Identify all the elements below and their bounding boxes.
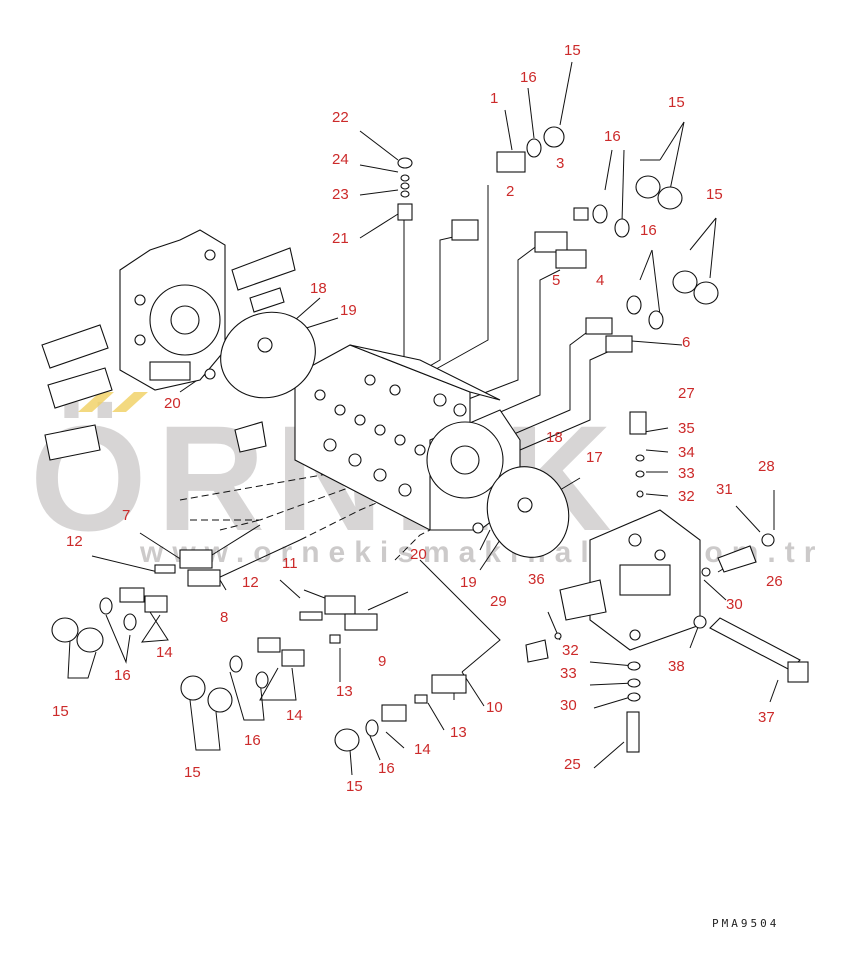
callout-23: 23	[332, 186, 349, 203]
callout-28: 28	[758, 458, 775, 475]
callout-37: 37	[758, 709, 775, 726]
callout-13: 13	[450, 724, 467, 741]
watermark-accent-left	[78, 392, 114, 412]
callout-24: 24	[332, 151, 349, 168]
callout-12: 12	[66, 533, 83, 550]
callout-15: 15	[52, 703, 69, 720]
left-end-cover	[119, 229, 226, 391]
callout-10: 10	[486, 699, 503, 716]
callout-16: 16	[378, 760, 395, 777]
main-valve-block	[294, 344, 521, 531]
callout-33: 33	[678, 465, 695, 482]
callout-19: 19	[460, 574, 477, 591]
callout-labels: 22 24 23 21 1 16 15 2 3 15 16 15 16 5 4 …	[52, 42, 783, 795]
callout-30: 30	[726, 596, 743, 613]
callout-12: 12	[242, 574, 259, 591]
callout-2: 2	[506, 183, 514, 200]
callout-4: 4	[596, 272, 604, 289]
left-relief-valves	[41, 247, 296, 461]
callout-16: 16	[640, 222, 657, 239]
callout-31: 31	[716, 481, 733, 498]
callout-13: 13	[336, 683, 353, 700]
callout-9: 9	[378, 653, 386, 670]
callout-5: 5	[552, 272, 560, 289]
spools-springs	[51, 549, 467, 752]
callout-26: 26	[766, 573, 783, 590]
callout-17: 17	[586, 449, 603, 466]
callout-11: 11	[282, 555, 298, 572]
watermark-accent-right	[112, 392, 148, 412]
callout-3: 3	[556, 155, 564, 172]
callout-15: 15	[706, 186, 723, 203]
callout-20: 20	[164, 395, 181, 412]
callout-15: 15	[184, 764, 201, 781]
callout-27: 27	[678, 385, 695, 402]
callout-19: 19	[340, 302, 357, 319]
callout-16: 16	[114, 667, 131, 684]
callout-32: 32	[678, 488, 695, 505]
callout-16: 16	[520, 69, 537, 86]
callout-25: 25	[564, 756, 581, 773]
callout-33: 33	[560, 665, 577, 682]
right-valve-body	[525, 411, 809, 753]
callout-29: 29	[490, 593, 507, 610]
callout-38: 38	[668, 658, 685, 675]
callout-32: 32	[562, 642, 579, 659]
watermark-url: www.ornekismakinalari.com.tr	[139, 536, 824, 569]
callout-14: 14	[156, 644, 173, 661]
callout-36: 36	[528, 571, 545, 588]
callout-16: 16	[244, 732, 261, 749]
callout-21: 21	[332, 230, 349, 247]
callout-18: 18	[310, 280, 327, 297]
drawing-code: PMA9504	[712, 917, 779, 930]
callout-20: 20	[410, 546, 427, 563]
callout-22: 22	[332, 109, 349, 126]
callout-35: 35	[678, 420, 695, 437]
callout-14: 14	[286, 707, 303, 724]
top-fittings	[204, 126, 719, 534]
callout-6: 6	[682, 334, 690, 351]
gaskets	[220, 311, 570, 558]
callout-1: 1	[490, 90, 498, 107]
callout-8: 8	[220, 609, 228, 626]
leader-lines	[67, 61, 779, 776]
callout-14: 14	[414, 741, 431, 758]
callout-7: 7	[122, 507, 130, 524]
callout-15: 15	[668, 94, 685, 111]
callout-18: 18	[546, 429, 563, 446]
callout-30: 30	[560, 697, 577, 714]
callout-15: 15	[564, 42, 581, 59]
callout-15: 15	[346, 778, 363, 795]
callout-34: 34	[678, 444, 695, 461]
callout-16: 16	[604, 128, 621, 145]
